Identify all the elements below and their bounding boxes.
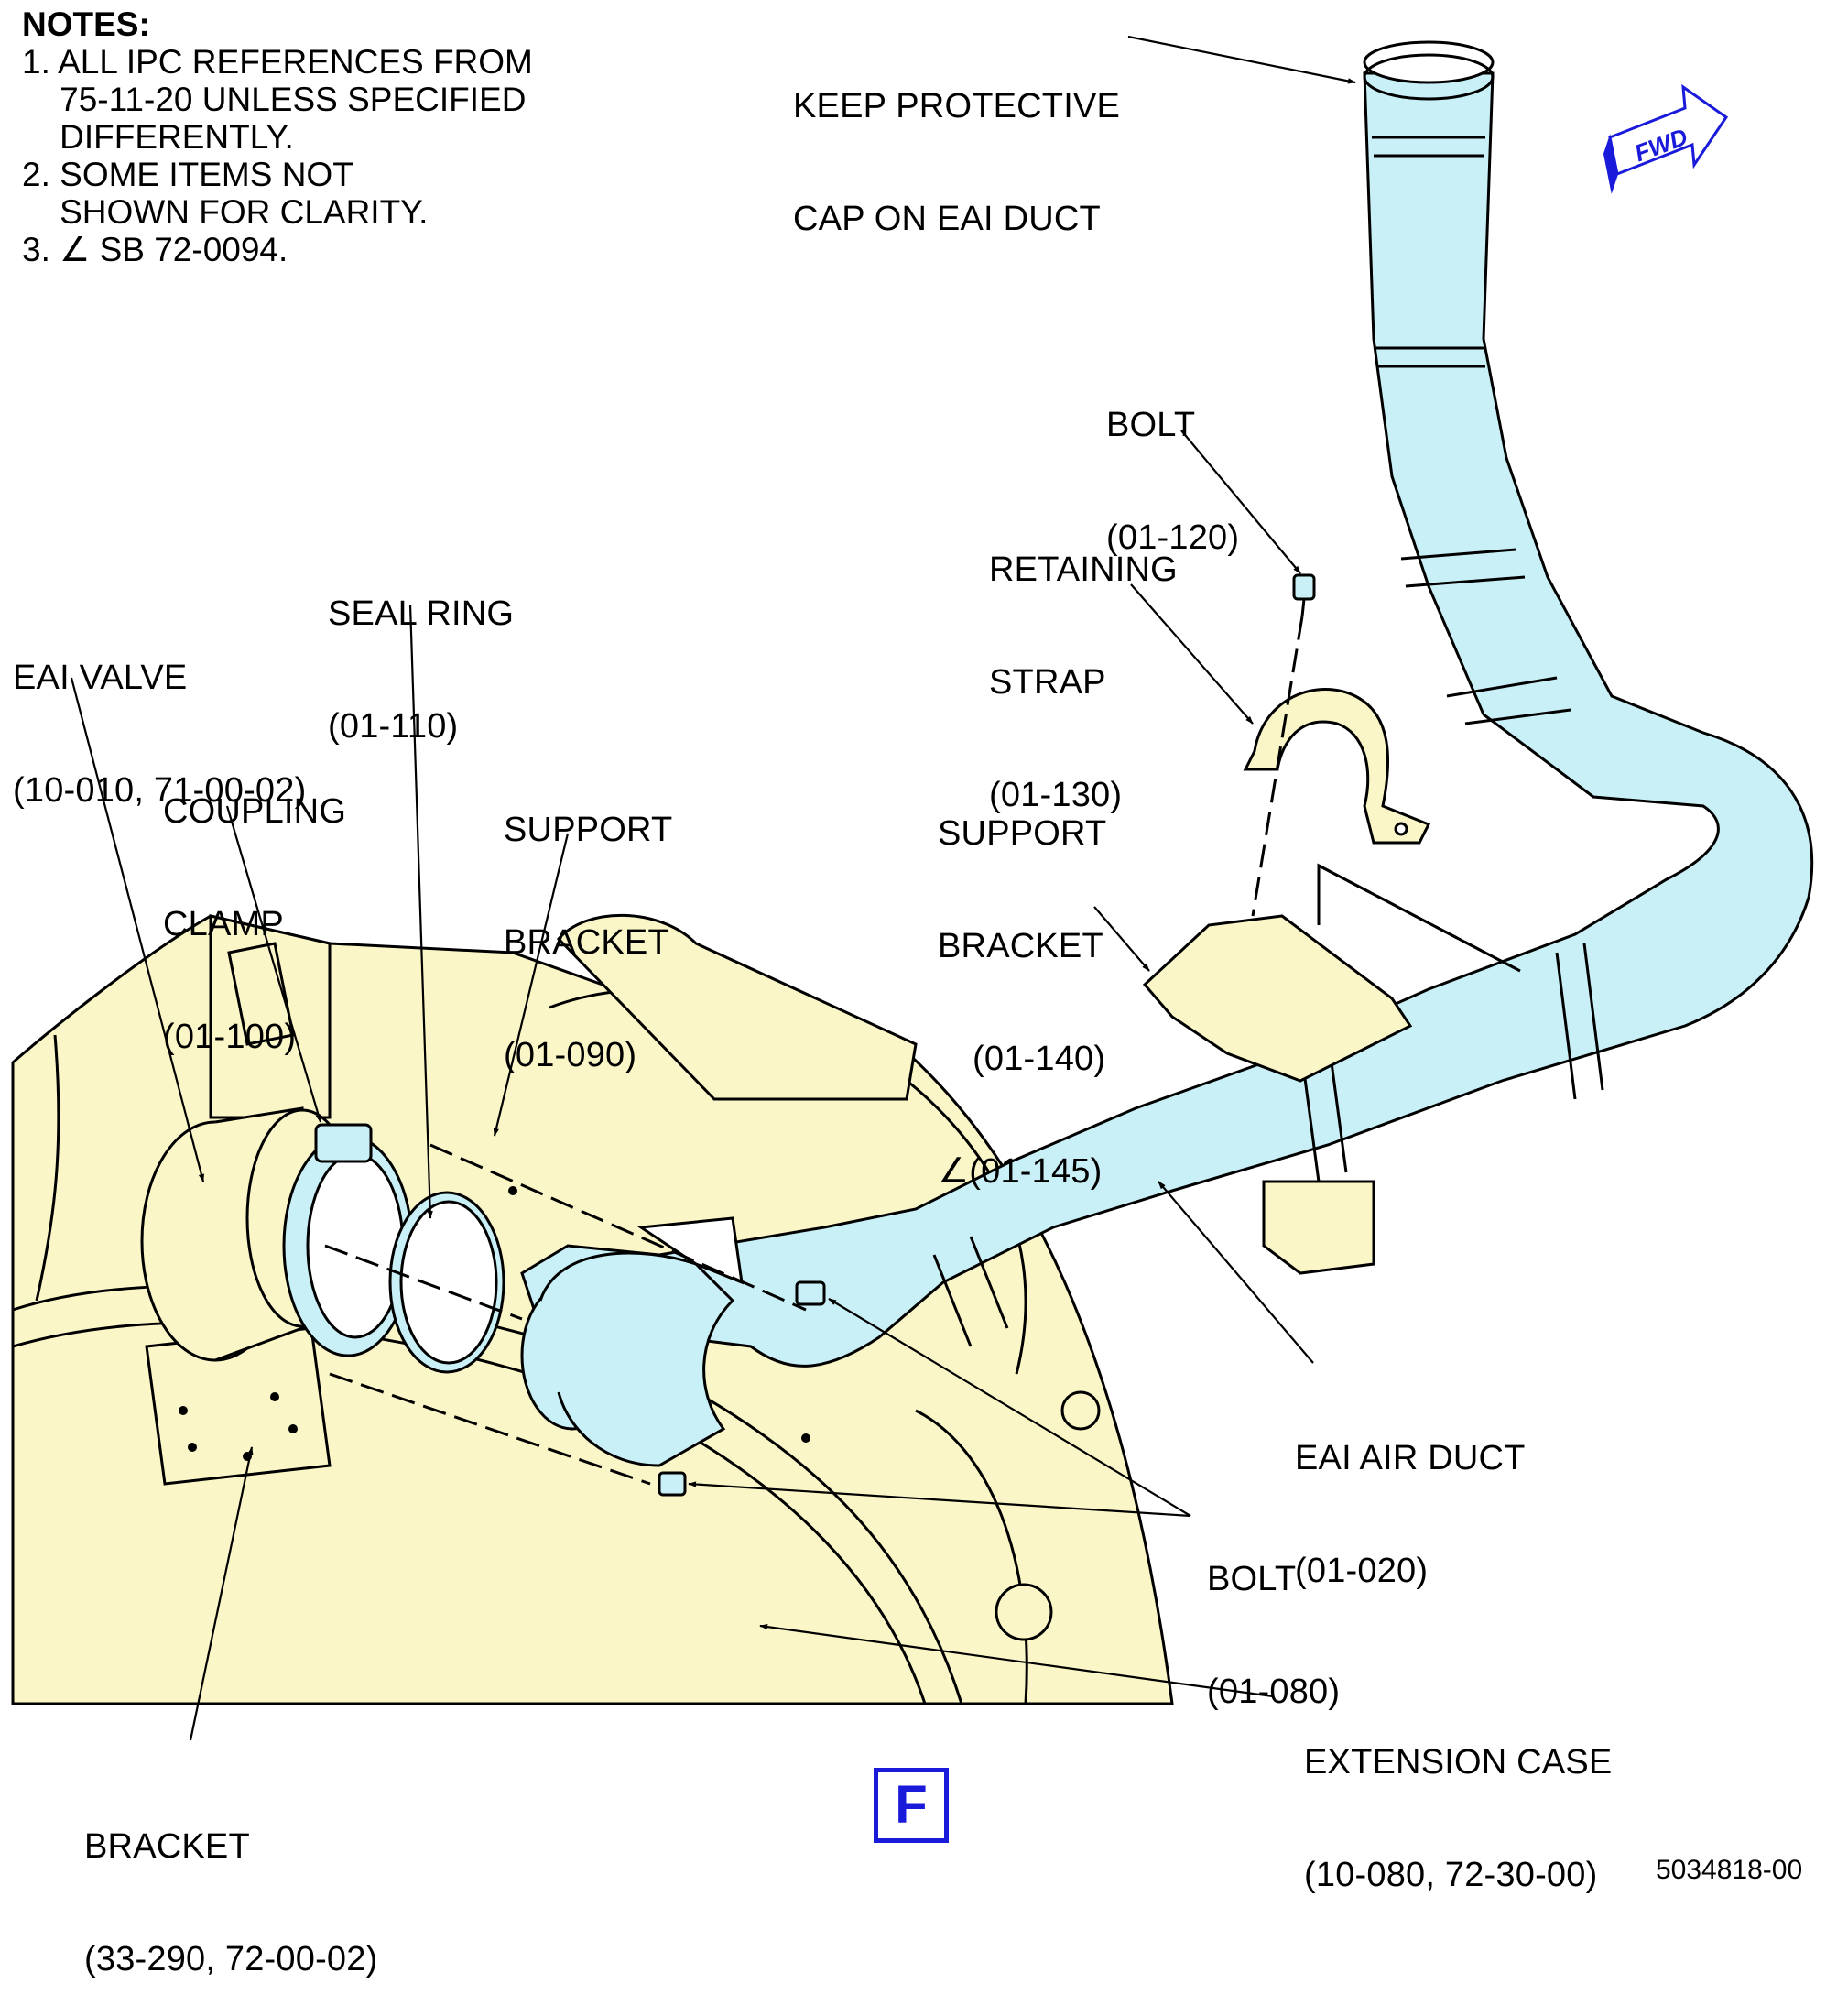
seal-ring-drawing [388, 1191, 505, 1374]
callout-extension-case: EXTENSION CASE (10-080, 72-30-00) [1304, 1743, 1613, 1894]
note-line: SHOWN FOR CLARITY. [22, 193, 429, 231]
retaining-strap-drawing [1243, 688, 1431, 845]
document-number: 5034818-00 [1656, 1855, 1803, 1885]
callout-support-bracket-090: SUPPORT BRACKET (01-090) [504, 811, 673, 1074]
callout-support-bracket-140: SUPPORT BRACKET (01-140) ∠(01-145) [938, 814, 1107, 1191]
view-label: F [895, 1775, 928, 1835]
view-label-box: F [874, 1768, 949, 1843]
callout-seal-ring: SEAL RING (01-110) [328, 594, 515, 746]
assembly-solid-bracket-line [1317, 863, 1521, 973]
notes-block: NOTES: 1. ALL IPC REFERENCES FROM 75-11-… [22, 5, 533, 268]
note-line: 2. SOME ITEMS NOT [22, 156, 353, 193]
note-line: 3. ∠ SB 72-0094. [22, 231, 288, 268]
note-line: 75-11-20 UNLESS SPECIFIED [22, 81, 527, 118]
fwd-arrow-icon [1603, 83, 1729, 194]
callout-bolt-080: BOLT (01-080) [1207, 1560, 1341, 1711]
note-line: DIFFERENTLY. [22, 118, 294, 156]
notes-heading: NOTES: [22, 5, 150, 43]
support-bracket-140-drawing [1142, 914, 1413, 1275]
callout-bolt-120: BOLT (01-120) [1106, 406, 1240, 557]
callout-coupling-clamp: COUPLING CLAMP (01-100) [163, 792, 347, 1056]
callout-eai-air-duct: EAI AIR DUCT (01-020) [1295, 1439, 1526, 1590]
callout-keep-protective-cap: KEEP PROTECTIVE CAP ON EAI DUCT [793, 87, 1121, 238]
callout-bracket-290: BRACKET (33-290, 72-00-02) [84, 1827, 378, 1978]
leader-lines [70, 35, 1356, 1741]
callout-retaining-strap: RETAINING STRAP (01-130) [989, 550, 1178, 814]
illustration-canvas: FWD [11, 35, 1814, 1741]
eai-air-duct-drawing [520, 40, 1814, 1467]
bolt-120-drawing [1292, 573, 1316, 617]
bolt-080-drawing [658, 1280, 826, 1497]
note-line: 1. ALL IPC REFERENCES FROM [22, 43, 533, 81]
callout-eai-valve: EAI VALVE (10-010, 71-00-02) [13, 659, 307, 810]
coupling-clamp-drawing [282, 1123, 414, 1357]
